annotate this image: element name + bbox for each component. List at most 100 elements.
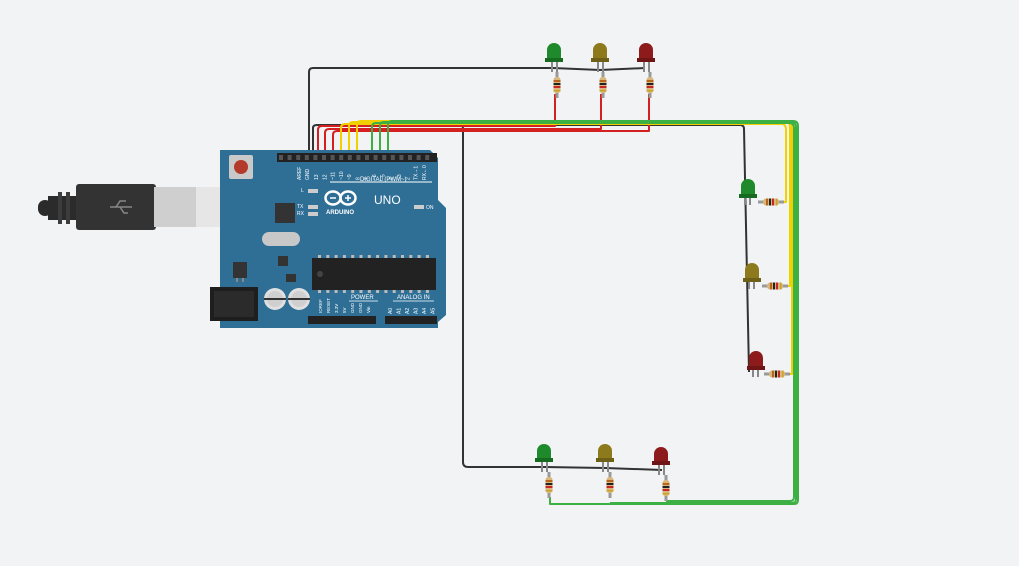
pin-hole (408, 155, 412, 160)
led-green-right[interactable] (739, 179, 757, 205)
power-jack-icon[interactable] (210, 287, 258, 321)
chip-pin (351, 255, 355, 258)
l-label: L (301, 188, 304, 194)
pin-hole (347, 155, 352, 160)
chip-pin (401, 290, 404, 293)
small-chip (278, 256, 288, 266)
chip-pin (384, 290, 388, 293)
wire-green-3[interactable] (387, 120, 799, 505)
chip-pin (359, 290, 363, 293)
pin-hole (322, 155, 326, 160)
rx-label: RX (297, 211, 305, 217)
digital-pin-label: 2 (405, 177, 411, 180)
rx-led (308, 212, 318, 216)
led-red-bottom[interactable] (652, 447, 670, 475)
digital-pin-label: 7 (364, 177, 370, 180)
capacitor-2 (288, 288, 310, 310)
chip-pin (326, 255, 330, 258)
resistor-right-1[interactable] (758, 198, 784, 206)
wire-green-2[interactable] (379, 121, 797, 504)
resistor-bottom-1[interactable] (545, 472, 553, 498)
power-pin-label: IOREF (318, 299, 323, 313)
chip-pin (376, 290, 380, 293)
brand-label: ARDUINO (326, 210, 354, 216)
regulator (233, 262, 247, 278)
resistor-top-3[interactable] (646, 72, 654, 98)
digital-pin-label: TX→1 (414, 166, 420, 180)
analog-pin-label: A1 (397, 308, 403, 314)
led-green-bottom[interactable] (535, 444, 553, 472)
led-red-right[interactable] (747, 351, 765, 377)
digital-pin-label: ~6 (372, 174, 378, 180)
power-label: POWER (351, 295, 374, 301)
on-led (414, 205, 424, 209)
wire-gnd-top-bus[interactable] (552, 67, 646, 71)
wire-red-3[interactable] (332, 94, 650, 152)
wire-green-1[interactable] (371, 122, 795, 502)
atmega-chip (312, 258, 442, 290)
power-pin-label: GND (350, 302, 355, 313)
pin-hole (416, 155, 421, 160)
on-label: ON (426, 205, 434, 211)
analog-pin-label: A5 (431, 308, 437, 314)
pin-hole (279, 155, 283, 160)
pin-hole (287, 155, 292, 160)
analog-pin-label: A4 (422, 308, 428, 314)
led-red-top[interactable] (637, 43, 655, 72)
digital-pin-label: 12 (322, 174, 328, 180)
wire-gnd-bottom-bus[interactable] (544, 466, 663, 471)
atmega-pins (318, 255, 429, 293)
power-pin-label: Vin (366, 306, 371, 313)
power-pin-label: 5V (342, 307, 347, 313)
chip-pin (425, 290, 429, 293)
wires (308, 67, 799, 505)
wire-gnd-right[interactable] (463, 124, 750, 373)
resistor-right-2[interactable] (762, 282, 788, 290)
digital-label: DIGITAL (PWM~) (360, 177, 407, 183)
chip-pin (409, 255, 413, 258)
led-green-top[interactable] (545, 43, 563, 72)
traffic-light-bottom (535, 444, 670, 501)
chip-pin (376, 255, 380, 258)
small-component (286, 274, 296, 282)
pin-hole (296, 155, 301, 160)
pin-hole (313, 155, 318, 160)
chip-pin (384, 255, 388, 258)
led-yellow-bottom[interactable] (596, 444, 614, 472)
pin-hole (373, 155, 378, 160)
digital-pin-label: ~9 (347, 174, 353, 180)
traffic-light-top (545, 43, 655, 98)
wire-gnd-top[interactable] (308, 67, 553, 152)
analog-label: ANALOG IN (397, 295, 430, 301)
tx-led (308, 205, 318, 209)
usb-cable-icon[interactable] (38, 184, 220, 230)
resistor-bottom-2[interactable] (606, 472, 614, 498)
traffic-light-right (739, 179, 790, 378)
arduino-logo-icon (324, 190, 357, 206)
analog-pin-label: A0 (388, 308, 394, 314)
chip-pin (417, 255, 421, 258)
wire-red-1[interactable] (317, 94, 556, 152)
digital-pin-label: ~10 (339, 171, 345, 180)
usb-chip (275, 203, 295, 223)
resistor-bottom-3[interactable] (662, 475, 670, 501)
chip-pin (334, 290, 338, 293)
chip-pin (326, 290, 330, 293)
digital-pin-label: ~3 (397, 174, 403, 180)
l-led (308, 189, 318, 193)
wire-red-2[interactable] (324, 94, 602, 152)
resistor-right-3[interactable] (764, 370, 790, 378)
digital-pin-label: ~11 (331, 172, 337, 180)
pin-hole (356, 155, 361, 160)
led-yellow-right[interactable] (743, 263, 761, 289)
pin-hole (399, 155, 404, 160)
led-yellow-top[interactable] (591, 43, 609, 72)
digital-pin-label: 4 (389, 177, 395, 180)
model-label: UNO (374, 193, 401, 207)
power-pin-label: GND (358, 302, 363, 313)
reset-button-icon[interactable] (229, 155, 253, 179)
